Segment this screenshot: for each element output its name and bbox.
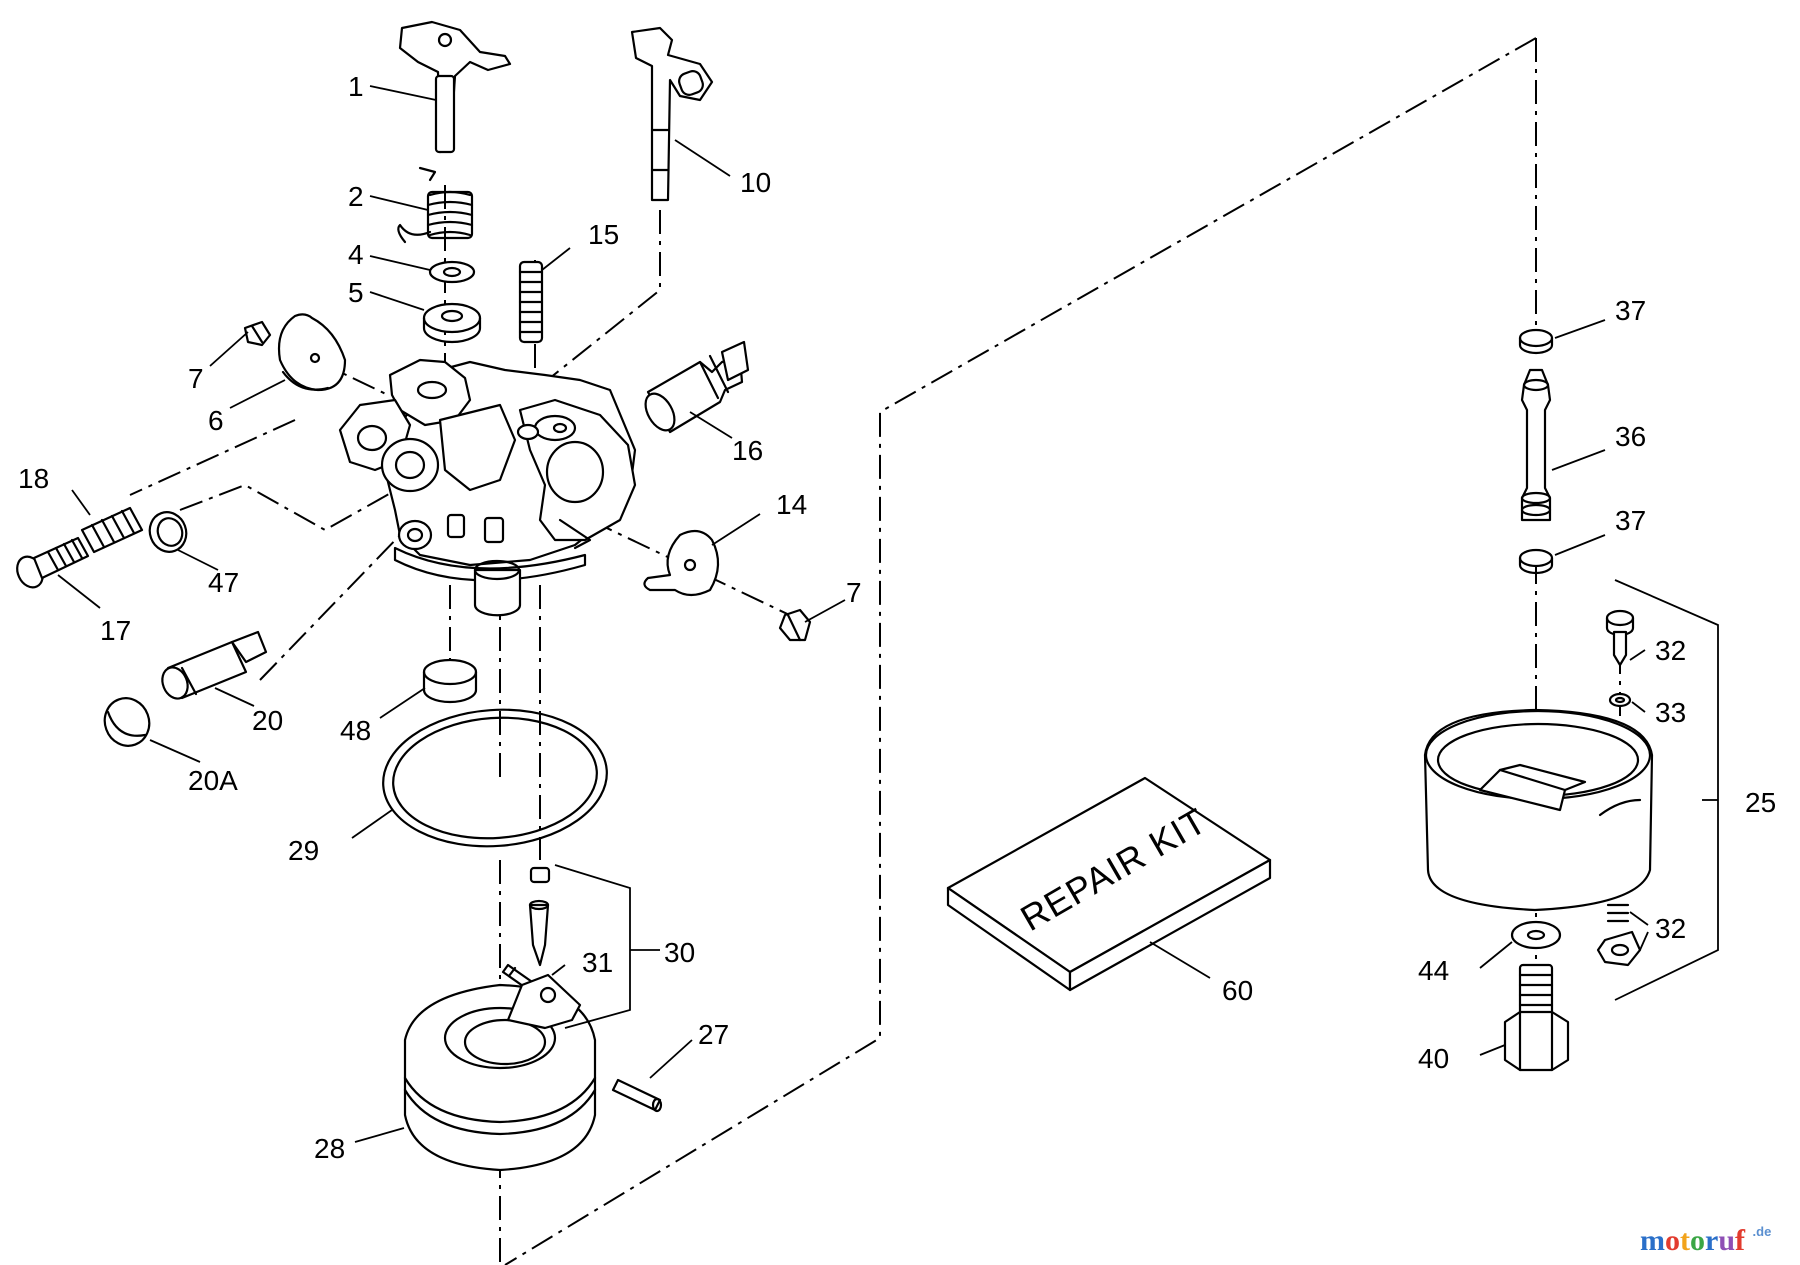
part-16-fuel-inlet <box>644 340 750 434</box>
label-part-33: 33 <box>1655 697 1686 728</box>
part-32-drain-pin <box>1605 609 1635 667</box>
part-37-washer-upper <box>1518 328 1554 355</box>
label-part-17: 17 <box>100 615 131 646</box>
alignment-lines <box>129 37 1621 1265</box>
part-32-drain-spring <box>1596 903 1642 967</box>
watermark-text: motoruf <box>1640 1224 1746 1257</box>
label-part-27: 27 <box>698 1019 729 1050</box>
label-part-1: 1 <box>348 71 364 102</box>
label-part-16: 16 <box>732 435 763 466</box>
label-part-7-lower: 7 <box>846 577 862 608</box>
part-29-bowl-gasket <box>382 708 608 848</box>
label-part-48: 48 <box>340 715 371 746</box>
part-17-mixture-screw <box>16 536 90 589</box>
label-part-20: 20 <box>252 705 283 736</box>
watermark-letter: t <box>1680 1224 1690 1257</box>
label-part-4: 4 <box>348 239 364 270</box>
label-part-32-upper: 32 <box>1655 635 1686 666</box>
watermark-letter: m <box>1640 1224 1665 1257</box>
watermark-letter: u <box>1718 1224 1735 1257</box>
watermark-suffix: .de <box>1753 1224 1772 1239</box>
part-number-labels: 1 2 4 5 7 6 10 15 16 14 7 18 17 47 20 20… <box>18 71 1776 1164</box>
part-5-seal <box>422 302 482 344</box>
watermark-letter: o <box>1690 1224 1705 1257</box>
label-part-5: 5 <box>348 277 364 308</box>
part-40-main-jet-nut <box>1503 963 1570 1072</box>
part-4-washer <box>428 260 476 284</box>
label-part-29: 29 <box>288 835 319 866</box>
svg-text:motoruf .de: motoruf .de <box>1640 1224 1771 1257</box>
carburetor-body <box>338 358 637 617</box>
label-part-32-lower: 32 <box>1655 913 1686 944</box>
label-part-6: 6 <box>208 405 224 436</box>
label-part-30: 30 <box>664 937 695 968</box>
part-1-throttle-shaft <box>398 20 512 154</box>
label-part-2: 2 <box>348 181 364 212</box>
part-60-repair-kit: REPAIR KIT <box>946 776 1272 992</box>
part-48-seal <box>422 658 478 704</box>
label-part-7-upper: 7 <box>188 363 204 394</box>
label-part-37-upper: 37 <box>1615 295 1646 326</box>
part-20-main-jet <box>161 630 268 700</box>
label-part-20a: 20A <box>188 765 238 796</box>
watermark-letter: f <box>1735 1224 1746 1257</box>
watermark-letter: r <box>1705 1224 1718 1257</box>
label-part-15: 15 <box>588 219 619 250</box>
label-part-31: 31 <box>582 947 613 978</box>
part-18-mixture-spring <box>80 506 144 554</box>
part-27-float-pin <box>611 1078 663 1113</box>
part-10-choke-shaft <box>630 26 714 202</box>
label-part-44: 44 <box>1418 955 1449 986</box>
part-2-throttle-spring <box>397 166 474 244</box>
leader-lines <box>57 85 1719 1143</box>
part-14-throttle-plate <box>643 529 720 597</box>
part-44-bolt-washer <box>1510 920 1562 950</box>
label-part-18: 18 <box>18 463 49 494</box>
label-part-36: 36 <box>1615 421 1646 452</box>
part-36-bowl-bolt <box>1520 368 1552 522</box>
part-47-o-ring <box>148 511 188 553</box>
part-15-idle-screw <box>518 260 544 344</box>
part-30-needle-valve <box>528 866 551 967</box>
watermark-logo: motoruf .de <box>1640 1224 1771 1257</box>
label-part-47: 47 <box>208 567 239 598</box>
label-part-37-lower: 37 <box>1615 505 1646 536</box>
watermark-letter: o <box>1665 1224 1680 1257</box>
part-7-screw-lower <box>778 608 812 642</box>
part-25-float-bowl <box>1423 708 1654 912</box>
label-part-14: 14 <box>776 489 807 520</box>
label-part-60: 60 <box>1222 975 1253 1006</box>
part-6-choke-plate <box>277 313 347 392</box>
label-part-40: 40 <box>1418 1043 1449 1074</box>
part-7-screw-upper <box>243 320 272 347</box>
part-28-float <box>403 973 597 1172</box>
label-part-25: 25 <box>1745 787 1776 818</box>
part-33-drain-washer <box>1608 692 1632 708</box>
part-20a-jet-cap <box>103 697 151 747</box>
label-part-28: 28 <box>314 1133 345 1164</box>
part-37-washer-lower <box>1518 548 1554 575</box>
label-part-10: 10 <box>740 167 771 198</box>
